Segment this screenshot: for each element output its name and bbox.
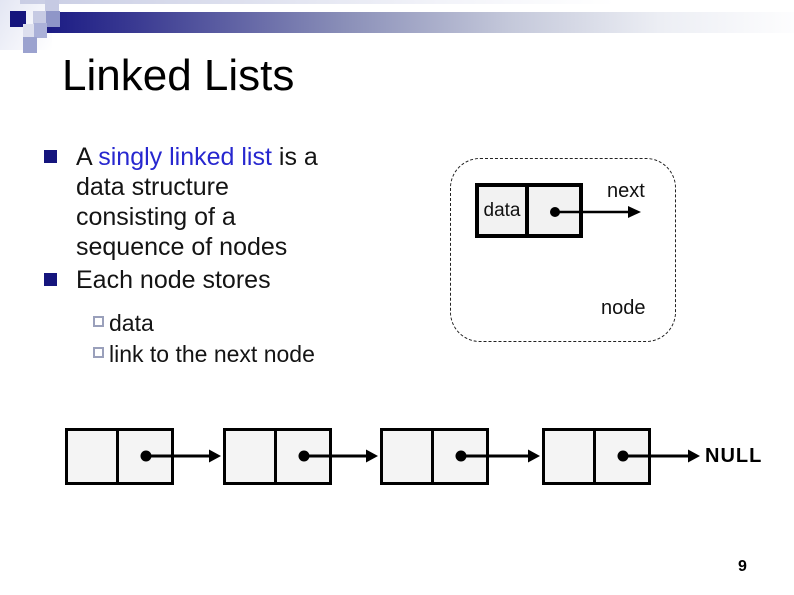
next-pointer-label: next [607,180,645,202]
list-node-2-next-cell [277,431,329,482]
sub-bullet-item-1: data [93,308,394,338]
list-node-1 [65,428,174,485]
deco-square-icon [33,11,46,25]
slide-title: Linked Lists [62,51,295,100]
deco-square-icon [23,24,35,37]
bullet1-line3: consisting of a [76,203,236,231]
header-top-strip [20,0,720,4]
arrowhead-icon [209,449,221,463]
bullet1-line2: data structure [76,173,229,201]
arrowhead-icon [688,449,700,463]
node-label: node [601,297,646,319]
bullet1-line4: sequence of nodes [76,233,288,261]
list-node-4-next-cell [596,431,648,482]
list-node-3-data-cell [383,431,434,482]
sub-bullet-1-text: data [109,310,154,336]
deco-square-icon [23,37,37,53]
node-data-cell: data [479,187,529,234]
null-label: NULL [705,445,763,467]
list-node-1-data-cell [68,431,119,482]
bullet-square-icon [44,150,57,163]
arrowhead-icon [366,449,378,463]
list-node-2-data-cell [226,431,277,482]
node-diagram-node-box: data [475,183,583,238]
deco-square-icon [34,23,47,38]
bullet1-suffix: is a [278,143,318,171]
list-node-1-next-cell [119,431,171,482]
sub-bullet-2-text: link to the next node [109,341,315,367]
list-node-3-next-cell [434,431,486,482]
arrowhead-icon [528,449,540,463]
bullet-item-2-text: Each node stores [76,266,271,294]
list-node-4 [542,428,651,485]
node-diagram-dashed-border [450,158,676,342]
list-node-3 [380,428,489,485]
sub-bullet-square-icon [93,316,104,327]
deco-square-icon [10,11,26,27]
page-number: 9 [738,558,747,575]
deco-square-icon [45,0,59,14]
node-next-cell [529,187,579,234]
bullet-item-2: Each node stores [44,265,394,295]
bullet1-highlight: singly linked list [98,143,272,171]
header-gradient-bar [45,12,794,33]
bullet1-prefix: A [76,143,92,171]
sub-bullet-square-icon [93,347,104,358]
list-node-4-data-cell [545,431,596,482]
list-node-2 [223,428,332,485]
deco-square-icon [46,11,60,27]
sub-bullet-item-2: link to the next node [93,339,394,369]
bullet-square-icon [44,273,57,286]
